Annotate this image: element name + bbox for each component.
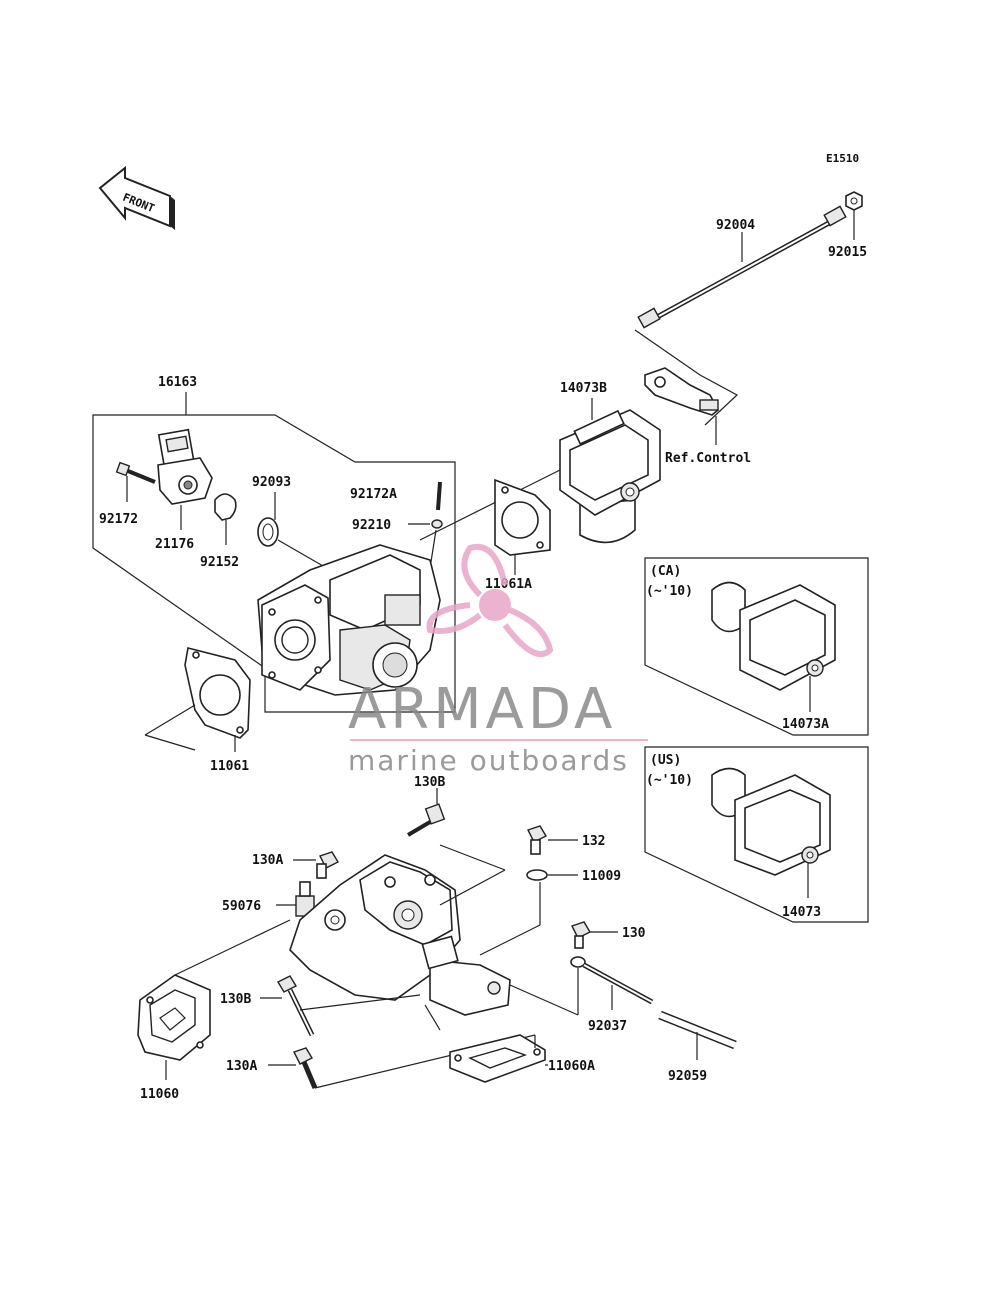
label-11009: 11009 — [582, 869, 621, 884]
label-ca-range: (~'10) — [646, 584, 693, 599]
label-130: 130 — [622, 926, 646, 941]
gasket-11060A — [449, 1034, 546, 1083]
label-us-range: (~'10) — [646, 773, 693, 788]
label-92172A: 92172A — [350, 487, 397, 502]
throttle-body — [257, 544, 441, 696]
washer-92210 — [431, 519, 443, 529]
label-132: 132 — [582, 834, 605, 849]
label-130B-top: 130B — [414, 775, 445, 790]
bolt-130A-top — [316, 851, 339, 879]
label-92152: 92152 — [200, 555, 239, 570]
label-16163: 16163 — [158, 375, 197, 390]
label-92004: 92004 — [716, 218, 755, 233]
label-14073B: 14073B — [560, 381, 607, 396]
label-130A-top: 130A — [252, 853, 283, 868]
label-92059: 92059 — [668, 1069, 707, 1084]
label-11061: 11061 — [210, 759, 249, 774]
propeller-logo — [426, 543, 554, 657]
clip-92152 — [214, 493, 237, 521]
bolt-130A-bottom — [293, 1047, 318, 1089]
label-11061A: 11061A — [485, 577, 532, 592]
label-11060A: 11060A — [548, 1059, 595, 1074]
watermark-tagline: marine outboards — [348, 744, 629, 777]
label-92210: 92210 — [352, 518, 391, 533]
washer-11009 — [526, 869, 548, 881]
label-130A-bottom: 130A — [226, 1059, 257, 1074]
label-21176: 21176 — [155, 537, 194, 552]
intake-manifold — [289, 844, 511, 1031]
label-92093: 92093 — [252, 475, 291, 490]
gasket-11061A — [494, 478, 551, 556]
label-130B-left: 130B — [220, 992, 251, 1007]
bolt-130B-top — [406, 803, 446, 837]
assembly-box-16163 — [92, 414, 456, 713]
screw-92172 — [115, 461, 156, 484]
stud-92004 — [637, 205, 847, 329]
label-92172: 92172 — [99, 512, 138, 527]
diagram-code: E1510 — [826, 152, 859, 165]
label-ca-region: (CA) — [650, 564, 681, 579]
label-59076: 59076 — [222, 899, 261, 914]
label-11060: 11060 — [140, 1087, 179, 1102]
label-92015: 92015 — [828, 245, 867, 260]
inset-ca: (CA) (~'10) 14073A — [644, 557, 869, 736]
label-14073: 14073 — [782, 905, 821, 920]
hose-92059 — [658, 1010, 737, 1050]
screw-92172A — [436, 481, 442, 511]
bolt-130 — [571, 921, 591, 949]
sensor-21176 — [157, 428, 213, 505]
bolt-132 — [527, 825, 547, 855]
oring-92093 — [257, 517, 279, 547]
inset-us: (US) (~'10) 14073 — [644, 746, 869, 923]
front-arrow-icon: FRONT — [98, 165, 175, 230]
label-us-region: (US) — [650, 753, 681, 768]
armada-watermark: ARMADA marine outboards — [348, 543, 648, 777]
rod-92037 — [570, 956, 654, 1005]
label-92037: 92037 — [588, 1019, 627, 1034]
control-bracket — [644, 367, 720, 416]
nut-92015 — [845, 191, 863, 211]
gasket-11061 — [184, 647, 251, 739]
housing-14073B — [559, 409, 661, 544]
bolt-130B-left — [277, 975, 315, 1037]
gasket-11060 — [137, 974, 211, 1061]
watermark-brand: ARMADA — [348, 677, 616, 742]
label-14073A: 14073A — [782, 717, 829, 732]
label-ref-control: Ref.Control — [665, 451, 751, 466]
